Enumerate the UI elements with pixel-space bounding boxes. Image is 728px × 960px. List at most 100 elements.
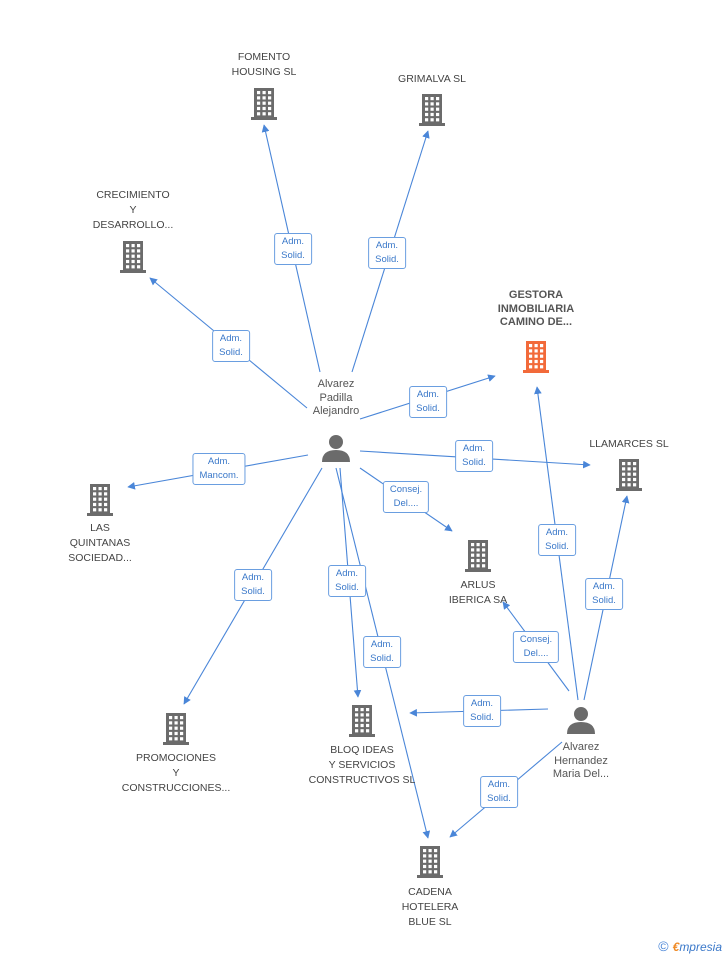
- label-line: CRECIMIENTO: [96, 189, 170, 201]
- label-line: CONSTRUCCIONES...: [121, 782, 231, 794]
- role-line: Adm.: [219, 333, 243, 344]
- role-line: Solid.: [416, 403, 440, 414]
- grimalva-building-icon[interactable]: [419, 94, 445, 126]
- bloq-building-icon[interactable]: [349, 705, 375, 737]
- fomento-building-icon[interactable]: [251, 88, 277, 120]
- label-line: BLOQ IDEAS: [330, 744, 394, 756]
- role-line: Solid.: [241, 586, 265, 597]
- gestora-building-icon[interactable]: [523, 341, 549, 373]
- role-line: Solid.: [470, 712, 494, 723]
- label-line: Y: [172, 767, 180, 779]
- role-label-alvarez_padilla-grimalva[interactable]: Adm. Solid.: [368, 237, 406, 269]
- label-line: CONSTRUCTIVOS SL: [308, 774, 416, 786]
- label-line: Maria Del...: [552, 768, 610, 780]
- role-label-alvarez_hernandez-llamarces[interactable]: Adm. Solid.: [585, 578, 623, 610]
- alvarez-hernandez-person-icon[interactable]: [567, 707, 595, 734]
- llamarces-label[interactable]: LLAMARCES SL: [589, 437, 668, 452]
- role-line: Del....: [523, 648, 549, 659]
- alvarez-padilla-person-icon[interactable]: [322, 435, 350, 462]
- role-line: Adm.: [487, 779, 511, 790]
- role-line: Solid.: [545, 541, 569, 552]
- label-line: FOMENTO: [237, 51, 291, 63]
- role-label-alvarez_padilla-cadena[interactable]: Adm. Solid.: [363, 636, 401, 668]
- empresia-watermark: ©€mpresia: [658, 938, 722, 954]
- label-line: HOUSING SL: [231, 66, 297, 78]
- label-line: CADENA: [408, 886, 452, 898]
- role-label-alvarez_padilla-gestora[interactable]: Adm. Solid.: [409, 386, 447, 418]
- role-label-alvarez_padilla-llamarces[interactable]: Adm. Solid.: [455, 440, 493, 472]
- crecimiento-label[interactable]: CRECIMIENTO Y DESARROLLO...: [93, 188, 174, 233]
- label-line: Y: [129, 204, 137, 216]
- role-line: Adm.: [375, 240, 399, 251]
- fomento-label[interactable]: FOMENTO HOUSING SL: [232, 50, 297, 80]
- label-line: HOTELERA: [401, 901, 459, 913]
- cadena-label[interactable]: CADENA HOTELERA BLUE SL: [402, 885, 459, 930]
- las-quintanas-building-icon[interactable]: [87, 484, 113, 516]
- label-line: Alejandro: [312, 405, 360, 417]
- promociones-building-icon[interactable]: [163, 713, 189, 745]
- label-line: IBERICA SA: [448, 594, 508, 606]
- label-line: Hernandez: [554, 754, 608, 767]
- arlus-building-icon[interactable]: [465, 540, 491, 572]
- role-label-alvarez_hernandez-arlus[interactable]: Consej. Del....: [512, 631, 560, 663]
- role-label-alvarez_hernandez-cadena[interactable]: Adm. Solid.: [480, 776, 518, 808]
- role-line: Solid.: [335, 582, 359, 593]
- role-label-alvarez_padilla-crecimiento[interactable]: Adm.Solid.: [212, 330, 250, 362]
- crecimiento-building-icon[interactable]: [120, 241, 146, 273]
- promociones-label[interactable]: PROMOCIONES Y CONSTRUCCIONES...: [122, 751, 231, 796]
- label-line: LAS: [90, 522, 110, 534]
- role-line: Solid.: [487, 793, 511, 804]
- label-line: Alvarez: [317, 378, 355, 390]
- role-line: Consej.: [389, 484, 423, 495]
- arlus-label[interactable]: ARLUS IBERICA SA: [449, 578, 507, 608]
- label-line: ARLUS: [460, 579, 496, 591]
- label-line: Padilla: [319, 391, 353, 404]
- cadena-building-icon[interactable]: [417, 846, 443, 878]
- label-line: GRIMALVA SL: [398, 73, 466, 85]
- role-line: Adm.: [241, 572, 265, 583]
- role-line: Adm.: [592, 581, 616, 592]
- label-line: GESTORA: [508, 289, 564, 301]
- label-line: INMOBILIARIA: [497, 302, 575, 315]
- role-line: Solid.: [281, 250, 305, 261]
- label-line: Y SERVICIOS: [328, 759, 396, 771]
- role-label-alvarez_padilla-promociones[interactable]: Adm. Solid.: [234, 569, 272, 601]
- role-line: Adm.: [207, 456, 231, 467]
- role-line: Solid.: [592, 595, 616, 606]
- label-line: BLUE SL: [408, 916, 452, 928]
- role-line: Solid.: [375, 254, 399, 265]
- role-label-alvarez_padilla-arlus[interactable]: Consej. Del....: [382, 481, 430, 513]
- role-line: Adm.: [370, 639, 394, 650]
- grimalva-label[interactable]: GRIMALVA SL: [398, 72, 466, 87]
- las-quintanas-label[interactable]: LAS QUINTANAS SOCIEDAD...: [68, 521, 132, 566]
- brand-rest: mpresia: [679, 940, 722, 954]
- role-line: Adm.: [335, 568, 359, 579]
- role-label-alvarez_hernandez-bloq[interactable]: Adm. Solid.: [463, 695, 501, 727]
- llamarces-building-icon[interactable]: [616, 459, 642, 491]
- role-line: Mancom.: [199, 470, 239, 481]
- role-label-alvarez_padilla-bloq[interactable]: Adm. Solid.: [328, 565, 366, 597]
- label-line: CAMINO DE...: [499, 316, 573, 328]
- role-line: Adm.: [462, 443, 486, 454]
- role-line: Solid.: [370, 653, 394, 664]
- label-line: PROMOCIONES: [136, 752, 216, 764]
- label-line: LLAMARCES SL: [589, 438, 669, 450]
- role-line: Solid.: [462, 457, 486, 468]
- role-line: Adm.: [416, 389, 440, 400]
- label-line: SOCIEDAD...: [68, 552, 132, 564]
- role-line: Adm.: [470, 698, 494, 709]
- role-line: Consej.: [519, 634, 553, 645]
- role-label-alvarez_padilla-fomento[interactable]: Adm. Solid.: [274, 233, 312, 265]
- role-label-alvarez_padilla-las_quintanas[interactable]: Adm. Mancom.: [192, 453, 246, 485]
- role-line: Del....: [393, 498, 419, 509]
- role-label-alvarez_hernandez-gestora[interactable]: Adm.Solid.: [538, 524, 576, 556]
- label-line: QUINTANAS: [69, 537, 131, 549]
- bloq-label[interactable]: BLOQ IDEAS Y SERVICIOS CONSTRUCTIVOS SL: [309, 743, 416, 788]
- label-line: DESARROLLO...: [92, 219, 174, 231]
- brand-e: €: [672, 940, 680, 954]
- role-line: Adm.: [281, 236, 305, 247]
